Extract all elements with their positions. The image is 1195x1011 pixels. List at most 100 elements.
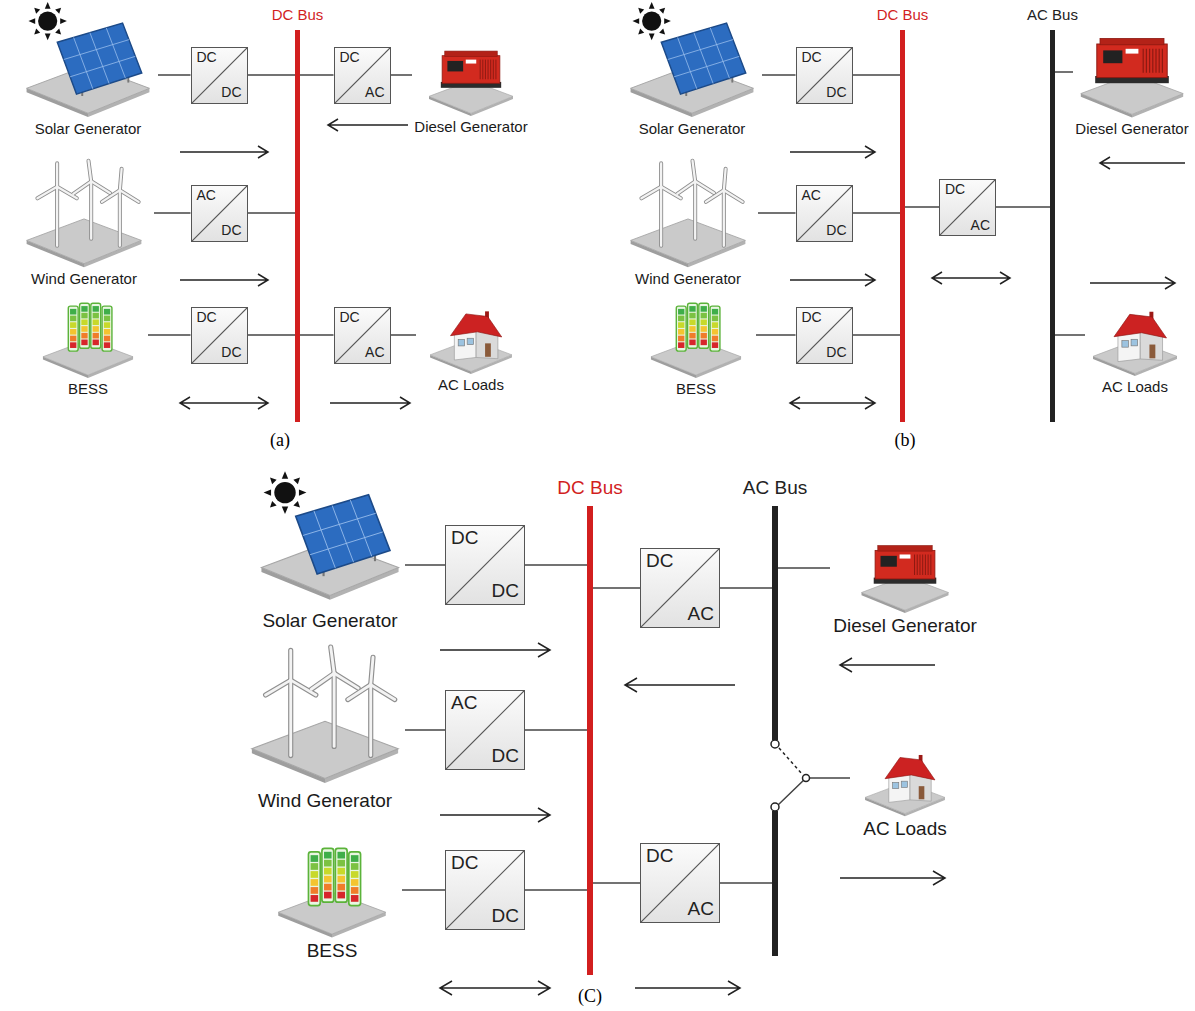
solar-icon-use [27, 2, 150, 117]
house-icon [1085, 296, 1185, 378]
diagonal-line [446, 691, 524, 769]
node-label: Wind Generator [635, 270, 741, 288]
bus-bar: DC Bus [587, 506, 593, 975]
converter-label: AC [365, 345, 384, 360]
connector-line [525, 729, 587, 731]
bus-label: AC Bus [1027, 6, 1078, 24]
converter-label: DC [646, 846, 673, 867]
connector-line [1055, 71, 1073, 73]
bus-bar: AC Bus [1050, 30, 1055, 422]
node-label: Solar Generator [639, 120, 746, 138]
bess-node: BESS [28, 292, 148, 398]
connector-line [300, 74, 334, 76]
connector-group [148, 72, 1085, 890]
diesel-node: Diesel Generator [830, 530, 980, 638]
bess-icon [636, 292, 756, 380]
converter-label: DC [451, 853, 478, 874]
connector-line [148, 334, 191, 336]
flow-arrow [790, 146, 875, 158]
flow-arrow [1090, 277, 1175, 289]
wind-node: Wind Generator [618, 158, 758, 288]
connector-line [248, 334, 296, 336]
converter-box: DCAC [939, 179, 996, 236]
connector-line [593, 882, 640, 884]
converter-box: DCDC [191, 47, 248, 104]
connector-line [720, 882, 772, 884]
house-icon-use [865, 755, 945, 816]
node-label: AC Loads [863, 818, 946, 841]
bess-icon-use [278, 848, 386, 937]
bus-label: AC Bus [743, 477, 807, 500]
connector-line [158, 74, 191, 76]
node-label: BESS [307, 940, 358, 963]
connector-line [853, 74, 901, 76]
converter-label: DC [492, 581, 519, 602]
connector-line [756, 334, 796, 336]
bess-node: BESS [262, 835, 402, 963]
converter-label: DC [197, 310, 217, 325]
wind-icon [618, 158, 758, 270]
converter-label: DC [802, 50, 822, 65]
diesel-node: Diesel Generator [1073, 20, 1191, 138]
diesel-node: Diesel Generator [412, 36, 530, 136]
solar-icon-use [631, 2, 754, 117]
converter-label: DC [826, 223, 846, 238]
node-label: Wind Generator [31, 270, 137, 288]
connector-line [758, 212, 796, 214]
connector-line [778, 567, 830, 569]
connector-line [391, 74, 413, 76]
diesel-icon-use [1081, 38, 1183, 117]
bus-label: DC Bus [877, 6, 929, 24]
figure-caption: (C) [578, 986, 602, 1007]
diesel-icon [1073, 20, 1191, 120]
connector-line [405, 729, 445, 731]
converter-label: DC [492, 746, 519, 767]
converter-label: DC [945, 182, 965, 197]
flow-arrow [840, 658, 935, 672]
converter-label: DC [492, 906, 519, 927]
connector-line [762, 74, 796, 76]
switch-open-blade [779, 748, 803, 775]
bess-icon-use [651, 303, 741, 378]
bess-icon [262, 835, 402, 940]
converter-label: AC [688, 899, 714, 920]
wind-icon-use [631, 161, 746, 268]
solar-icon [255, 462, 405, 610]
node-label: BESS [68, 380, 108, 398]
diagonal-line [335, 48, 390, 103]
converter-label: DC [340, 50, 360, 65]
diagonal-line [641, 844, 719, 922]
diagonal-line [446, 526, 524, 604]
flow-arrow [440, 981, 550, 995]
node-label: Solar Generator [262, 610, 397, 633]
connector-line [248, 74, 296, 76]
connector-line [300, 334, 334, 336]
converter-box: DC DC [796, 307, 853, 364]
connector-line [525, 889, 587, 891]
connector-line [905, 206, 939, 208]
connector-line [593, 587, 640, 589]
converter-label: DC [826, 85, 846, 100]
connector-line [996, 206, 1050, 208]
solar-node: Solar Generator [255, 462, 405, 633]
bus-bar: AC Bus [772, 506, 778, 956]
node-label: Diesel Generator [833, 615, 977, 638]
solar-icon-use [261, 471, 398, 600]
converter-label: DC [826, 345, 846, 360]
bess-icon-use [43, 303, 133, 378]
flow-arrow [790, 397, 875, 409]
bus-bar: DC Bus [295, 30, 300, 422]
house-node: AC Loads [850, 740, 960, 841]
converter-label: DC [802, 310, 822, 325]
bus-bar: DC Bus [900, 30, 905, 422]
converter-label: AC [688, 604, 714, 625]
converter-label: AC [451, 693, 477, 714]
flow-arrow [180, 146, 268, 158]
converter-box: DCDC [445, 525, 525, 605]
diagonal-line [335, 308, 390, 363]
solar-icon [18, 0, 158, 120]
connector-line [248, 212, 296, 214]
figure-caption: (b) [895, 430, 916, 451]
